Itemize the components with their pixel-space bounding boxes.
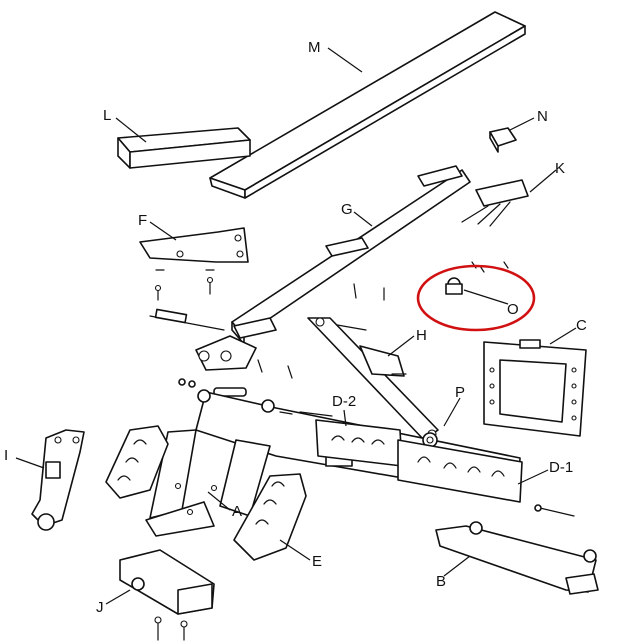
- label-j: J: [96, 599, 104, 616]
- part-m-backrest-pad: [209, 11, 526, 199]
- f-fasteners: [154, 269, 215, 301]
- part-n-end-cap: [489, 127, 517, 153]
- part-g-main-rail: [231, 165, 471, 345]
- label-i: I: [4, 447, 8, 464]
- part-d1-adjustment-rack: [397, 439, 523, 503]
- a-frame-holes: [174, 482, 218, 516]
- part-c-rear-frame: [483, 339, 587, 437]
- part-e-adjust-plate: [233, 473, 307, 561]
- label-l: L: [103, 107, 111, 124]
- label-a: A: [232, 503, 242, 520]
- left-adjust-plate: [105, 425, 169, 499]
- label-k: K: [555, 160, 565, 177]
- c-frame-holes: [489, 367, 577, 421]
- part-p-pin: [422, 432, 438, 448]
- part-h-linkage-arm: [307, 317, 439, 441]
- front-pivot-bracket: [195, 335, 257, 371]
- label-d1: D-1: [549, 459, 573, 476]
- label-c: C: [576, 317, 587, 334]
- d1-fasteners: [534, 504, 575, 517]
- part-j-front-stabilizer: [119, 549, 215, 641]
- part-labels: M L N K F G O C H D-2 P I D-1 A E B J: [4, 39, 587, 616]
- part-k-bracket: [461, 179, 529, 227]
- part-o-pop-pin-knob: [445, 261, 509, 295]
- part-b-rear-stabilizer: [435, 521, 599, 595]
- leader-lines: [15, 47, 577, 605]
- label-m: M: [308, 39, 321, 56]
- label-b: B: [436, 573, 446, 590]
- pivot-fasteners: [178, 359, 293, 397]
- part-f-seat-bracket: [139, 227, 249, 263]
- label-g: G: [341, 201, 353, 218]
- label-d2: D-2: [332, 393, 356, 410]
- label-o: O: [507, 301, 519, 318]
- part-i-side-plate: [31, 429, 85, 531]
- label-p: P: [455, 384, 465, 401]
- label-n: N: [537, 108, 548, 125]
- label-e: E: [312, 553, 322, 570]
- o-highlight-ring: [416, 264, 536, 332]
- part-l-seat-pad: [117, 127, 251, 169]
- label-f: F: [138, 212, 147, 229]
- label-h: H: [416, 327, 427, 344]
